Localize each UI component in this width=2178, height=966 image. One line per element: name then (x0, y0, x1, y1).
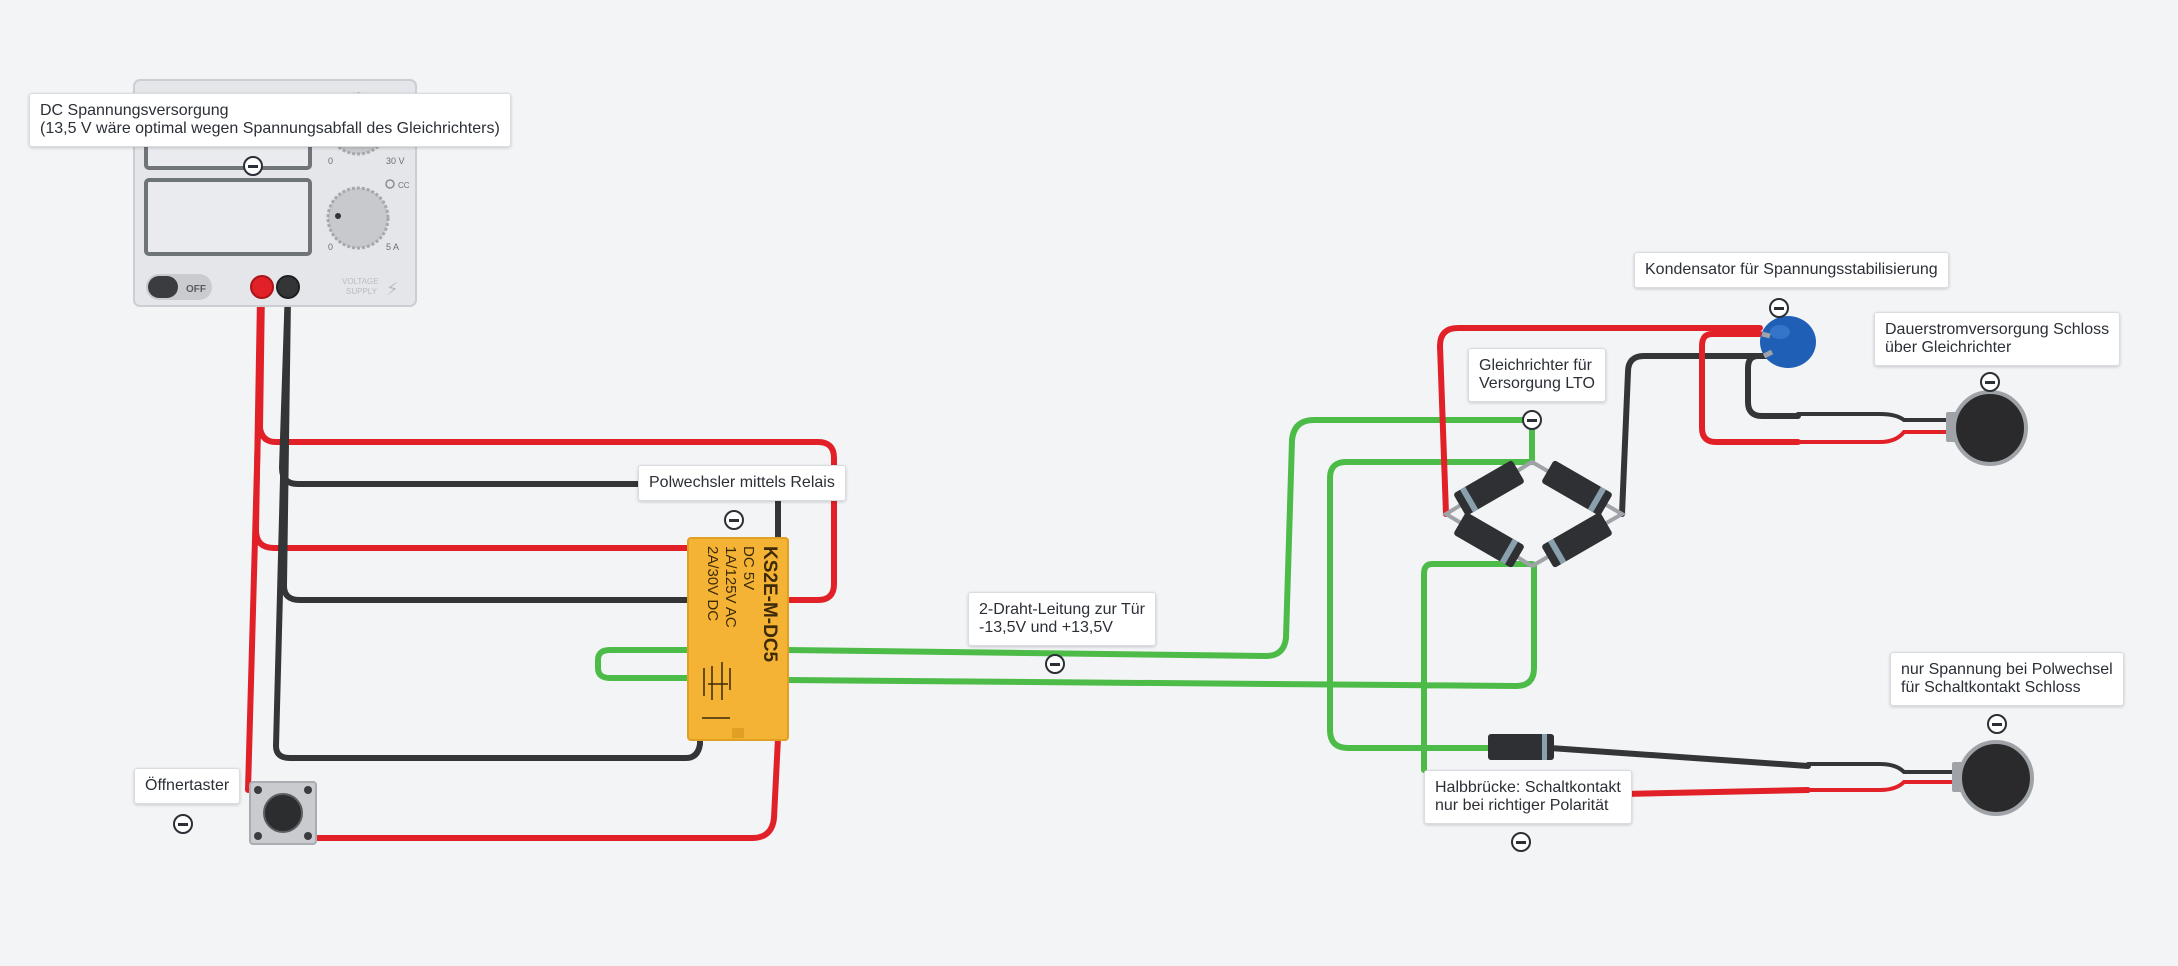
annotation-pin-button[interactable] (173, 814, 193, 834)
power-switch-label: OFF (186, 284, 206, 295)
annotation-text: -13,5V und +13,5V (979, 619, 1113, 636)
relay-pin-mark (732, 728, 744, 738)
lock-lead-red (1796, 430, 1952, 444)
dial1-max: 30 V (386, 156, 405, 166)
cc-indicator (385, 179, 395, 189)
relay-spec-3: 2A/30V DC (704, 546, 721, 621)
cc-label: CC (398, 181, 410, 190)
green-wire[interactable] (1327, 459, 1535, 751)
lightning-icon: ⚡ (386, 279, 399, 300)
annotation-dc-supply[interactable]: DC Spannungsversorgung (13,5 V wäre opti… (29, 93, 511, 147)
annotation-capacitor[interactable]: Kondensator für Spannungsstabilisierung (1634, 252, 1949, 288)
relay-model: KS2E-M-DC5 (759, 546, 780, 663)
dial2-min: 0 (328, 242, 333, 252)
dial2-max: 5 A (386, 242, 399, 252)
half-bridge-diode[interactable] (1488, 734, 1554, 760)
black-wire[interactable] (273, 285, 703, 761)
green-wire[interactable] (783, 561, 1537, 773)
annotation-pin-relay[interactable] (724, 510, 744, 530)
annotation-relay[interactable]: Polwechsler mittels Relais (638, 465, 846, 501)
annotation-pin-lock-power[interactable] (1980, 372, 2000, 392)
annotation-button[interactable]: Öffnertaster (134, 768, 241, 804)
annotation-pin-dc-supply[interactable] (243, 156, 263, 176)
current-knob[interactable] (326, 186, 390, 250)
diode (1542, 512, 1612, 568)
green-wire[interactable] (783, 417, 1535, 659)
relay-spec-2: 1A/125V AC (722, 546, 739, 628)
red-wire[interactable] (1437, 325, 1763, 517)
annotation-pin-capacitor[interactable] (1769, 298, 1789, 318)
annotation-text: über Gleichrichter (1885, 339, 2012, 356)
annotation-text: nur Spannung bei Polwechsel (1901, 661, 2113, 678)
relay-spec-1: DC 5V (740, 546, 757, 590)
black-wire[interactable] (279, 285, 781, 563)
red-wire[interactable] (245, 285, 265, 793)
red-wire[interactable] (1699, 331, 1801, 445)
annotation-text: Halbbrücke: Schaltkontakt (1435, 779, 1621, 796)
annotation-text: für Schaltkontakt Schloss (1901, 679, 2081, 696)
red-wire[interactable] (1621, 787, 1811, 797)
red-wire[interactable] (257, 285, 837, 603)
bridge-rectifier[interactable] (1442, 459, 1626, 569)
push-button[interactable] (249, 781, 317, 845)
annotation-text: DC Spannungsversorgung (40, 102, 229, 119)
brand-label: VOLTAGE (342, 277, 379, 286)
annotation-pin-wire[interactable] (1045, 654, 1065, 674)
annotation-half-bridge[interactable]: Halbbrücke: Schaltkontakt nur bei richti… (1424, 770, 1632, 824)
red-wire[interactable] (315, 735, 781, 841)
annotation-lock-power[interactable]: Dauerstromversorgung Schloss über Gleich… (1874, 312, 2121, 366)
diode (1542, 460, 1612, 516)
annotation-text: Öffnertaster (145, 777, 230, 794)
knob-indicator (335, 213, 341, 219)
diode (1454, 512, 1524, 568)
black-wire[interactable] (1745, 353, 1801, 419)
positive-terminal[interactable] (250, 275, 274, 299)
annotation-pin-half-bridge[interactable] (1511, 832, 1531, 852)
annotation-text: Kondensator für Spannungsstabilisierung (1645, 261, 1938, 278)
annotation-text: Dauerstromversorgung Schloss (1885, 321, 2110, 338)
lock-lead-black (1806, 762, 1958, 774)
relay[interactable]: KS2E-M-DC5 DC 5V 1A/125V AC 2A/30V DC (687, 537, 789, 741)
annotation-text: 2-Draht-Leitung zur Tür (979, 601, 1145, 618)
annotation-text: Polwechsler mittels Relais (649, 474, 835, 491)
black-wire[interactable] (281, 295, 693, 603)
annotation-text: Gleichrichter für (1479, 357, 1592, 374)
annotation-text: (13,5 V wäre optimal wegen Spannungsabfa… (40, 120, 500, 137)
annotation-text: nur bei richtiger Polarität (1435, 797, 1609, 814)
lock-lead-red (1806, 780, 1958, 792)
capacitor[interactable] (1760, 316, 1816, 368)
annotation-pin-switch-contact[interactable] (1987, 714, 2007, 734)
lock-power-actuator[interactable] (1946, 390, 2028, 466)
brand-label-2: SUPPLY (346, 287, 378, 296)
diode (1454, 460, 1524, 516)
power-switch-knob (148, 276, 178, 298)
dial1-min: 0 (328, 156, 333, 166)
black-wire[interactable] (1619, 353, 1773, 517)
red-wire[interactable] (253, 295, 693, 551)
green-wire[interactable] (595, 647, 693, 681)
lock-lead-black (1796, 412, 1952, 422)
annotation-switch-contact[interactable]: nur Spannung bei Polwechsel für Schaltko… (1890, 652, 2124, 706)
annotation-text: Versorgung LTO (1479, 375, 1595, 392)
annotation-rectifier[interactable]: Gleichrichter für Versorgung LTO (1468, 348, 1606, 402)
lock-switch-actuator[interactable] (1952, 740, 2034, 816)
negative-terminal[interactable] (276, 275, 300, 299)
annotation-pin-rectifier[interactable] (1522, 410, 1542, 430)
relay-schematic-icon (702, 662, 731, 719)
black-wire[interactable] (1547, 745, 1811, 769)
annotation-wire[interactable]: 2-Draht-Leitung zur Tür -13,5V und +13,5… (968, 592, 1156, 646)
